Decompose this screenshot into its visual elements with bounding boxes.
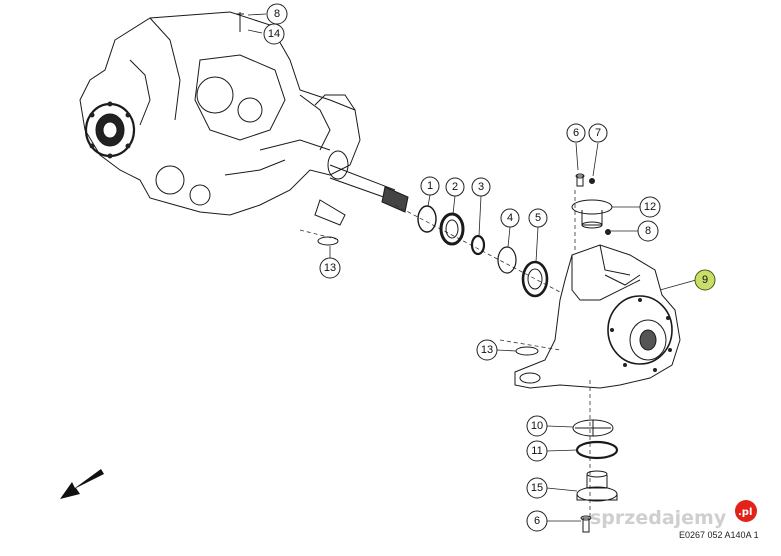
- svg-text:7: 7: [595, 127, 601, 139]
- kingpin-cap-12: [571, 199, 613, 229]
- snap-ring-3: [470, 234, 486, 256]
- svg-text:12: 12: [644, 201, 656, 213]
- svg-text:10: 10: [531, 420, 543, 432]
- hub-flange: [84, 101, 136, 159]
- bolt-6-lower: [580, 515, 592, 533]
- callout-6-lower[interactable]: 6: [526, 510, 548, 532]
- shim-plate-10: [572, 419, 614, 437]
- washer-13-lower: [515, 346, 539, 356]
- svg-text:sprzedajemy: sprzedajemy: [590, 507, 727, 529]
- svg-text:5: 5: [535, 212, 541, 224]
- callout-6-upper[interactable]: 6: [566, 123, 586, 143]
- callout-12[interactable]: 12: [639, 196, 661, 218]
- callout-11[interactable]: 11: [526, 440, 548, 462]
- callout-1[interactable]: 1: [420, 176, 440, 196]
- callout-8-top[interactable]: 8: [266, 3, 288, 25]
- grease-nipple-8: [605, 229, 611, 235]
- axle-housing: [79, 11, 409, 226]
- svg-text:11: 11: [531, 445, 542, 457]
- svg-text:4: 4: [507, 212, 513, 224]
- fitting-7: [589, 178, 595, 184]
- svg-text:8: 8: [274, 8, 280, 20]
- svg-text:2: 2: [452, 181, 458, 193]
- svg-text:3: 3: [478, 181, 484, 193]
- svg-text:.pl: .pl: [738, 507, 752, 518]
- svg-text:13: 13: [481, 344, 493, 356]
- callout-15[interactable]: 15: [526, 477, 548, 499]
- callout-2[interactable]: 2: [445, 177, 465, 197]
- callout-14[interactable]: 14: [263, 23, 285, 45]
- callout-4[interactable]: 4: [500, 208, 520, 228]
- circlip-4: [497, 246, 517, 274]
- bolt-6-upper: [575, 173, 585, 187]
- o-ring-11: [575, 440, 619, 460]
- callout-8-right[interactable]: 8: [637, 220, 659, 242]
- svg-text:9: 9: [702, 274, 708, 286]
- callouts: 8 14 6 7 12 8 1 2 3 4 5 9 13 13 10 11 15…: [263, 3, 716, 532]
- seal-2: [439, 212, 465, 246]
- direction-arrow-icon: [60, 469, 104, 499]
- callout-13-lower[interactable]: 13: [476, 339, 498, 361]
- callout-5[interactable]: 5: [528, 208, 548, 228]
- leader-lines: [247, 13, 697, 522]
- svg-text:14: 14: [268, 28, 280, 40]
- svg-text:13: 13: [324, 262, 336, 274]
- washer-13-upper: [317, 236, 339, 246]
- callout-10[interactable]: 10: [526, 415, 548, 437]
- steering-knuckle: [514, 244, 681, 389]
- svg-text:1: 1: [427, 180, 433, 192]
- callout-7[interactable]: 7: [588, 123, 608, 143]
- drive-shaft: [327, 150, 409, 213]
- callout-3[interactable]: 3: [471, 177, 491, 197]
- figure-code: E0267 052 A140A 1: [679, 530, 759, 540]
- callout-9-highlighted[interactable]: 9: [694, 269, 716, 291]
- svg-text:15: 15: [531, 482, 543, 494]
- bearing-5: [521, 260, 549, 298]
- svg-text:6: 6: [534, 515, 540, 527]
- o-ring-1: [417, 205, 437, 233]
- svg-text:8: 8: [645, 225, 651, 237]
- watermark: sprzedajemy .pl: [590, 500, 757, 529]
- kingpin-15: [576, 470, 618, 502]
- callout-13-upper[interactable]: 13: [319, 257, 341, 279]
- svg-text:6: 6: [573, 127, 579, 139]
